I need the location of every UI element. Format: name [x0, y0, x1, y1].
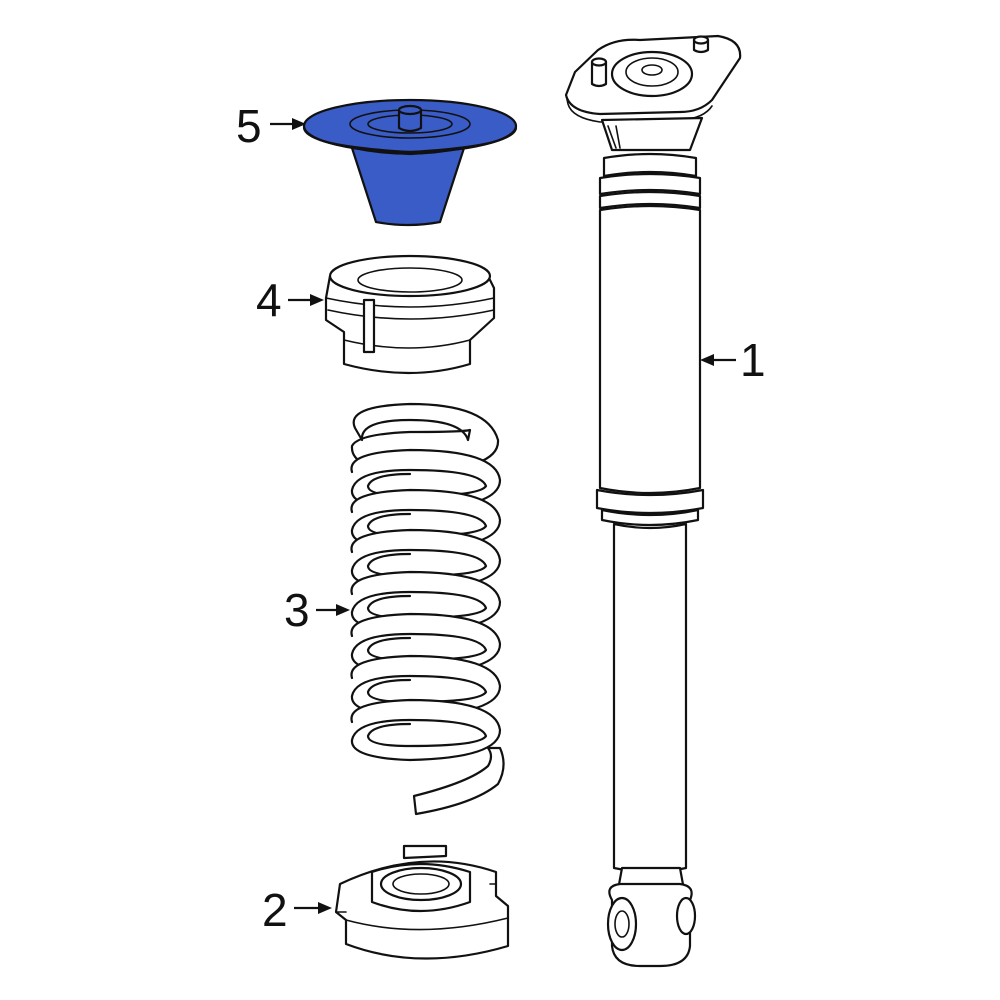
callout-4: 4 [256, 274, 324, 326]
callout-2-label: 2 [262, 884, 288, 936]
upper-spring-seat [324, 254, 496, 375]
upper-spring-insulator [302, 98, 518, 227]
lower-spring-seat [334, 844, 510, 960]
spring-coil-turns [350, 448, 502, 762]
callout-4-label: 4 [256, 274, 282, 326]
callout-1: 1 [700, 334, 766, 386]
callout-5-label: 5 [236, 100, 262, 152]
callout-1-label: 1 [740, 334, 766, 386]
shock-absorber [564, 34, 742, 968]
callout-3-label: 3 [284, 584, 310, 636]
callout-2: 2 [262, 884, 332, 936]
callout-5: 5 [236, 100, 306, 152]
coil-spring [350, 402, 505, 816]
callout-3: 3 [284, 584, 350, 636]
